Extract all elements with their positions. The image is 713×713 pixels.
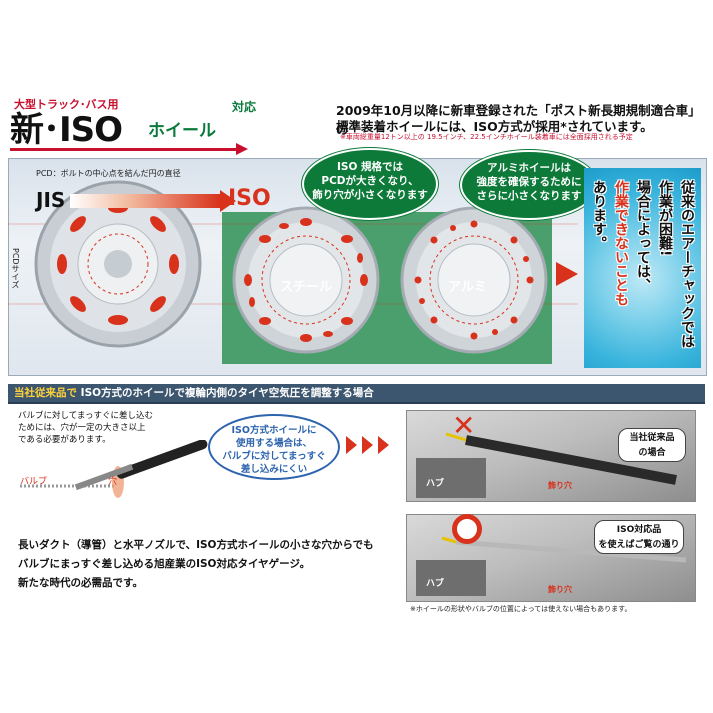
arrow-right-icon bbox=[556, 262, 578, 286]
warning-line-1: 従来のエアーチャックでは bbox=[679, 180, 695, 348]
iso-usage-bubble: ISO方式ホイールに 使用する場合は、 バルブに対してまっすぐ 差し込みにくい bbox=[208, 414, 340, 480]
tag-line: の場合 bbox=[638, 448, 666, 458]
iso-product-tag: ISO対応品 を使えばご覧の通り bbox=[594, 520, 684, 554]
valve-note: バルブに対してまっすぐに差し込む ためには、穴が一定の大きさ以上 である必要があ… bbox=[18, 410, 178, 446]
title-prefix: 新･ bbox=[10, 110, 60, 150]
bubble-line: 使用する場合は、 bbox=[235, 438, 312, 449]
title-taiou: 対応 bbox=[232, 100, 257, 114]
chevron-right-icon bbox=[378, 436, 389, 454]
bubble-line: 飾り穴が小さくなります bbox=[312, 189, 428, 201]
tag-line: を使えばご覧の通り bbox=[598, 540, 680, 550]
iso-steel-wheel-icon bbox=[232, 206, 380, 354]
headline-line-1: 2009年10月以降に新車登録された「ポスト新長期規制適合車」の bbox=[336, 103, 701, 137]
gauge-illustration bbox=[20, 440, 208, 498]
warning-line-3: 場合によっては、 bbox=[635, 180, 651, 292]
headline-line-2: 標準装着ホイールには、ISO方式が採用*されています。 bbox=[336, 119, 653, 134]
footnote: ※ホイールの形状やバルブの位置によっては使えない場合もあります。 bbox=[410, 605, 632, 613]
bubble-line: アルミホイールは bbox=[487, 162, 571, 174]
tag-line: ISO対応品 bbox=[616, 525, 662, 535]
section-rest: ISO方式のホイールで複輪内側のタイヤ空気圧を調整する場合 bbox=[80, 387, 374, 399]
hole-label: 穴 bbox=[108, 477, 118, 487]
iso-label: ISO bbox=[228, 186, 271, 211]
tag-line: 当社従来品 bbox=[629, 433, 675, 443]
valve-note-line: ためには、穴が一定の大きさ以上 bbox=[18, 423, 146, 433]
warning-line-4: 作業できないことも bbox=[613, 180, 629, 306]
warning-line-2: 作業が困難! bbox=[657, 180, 673, 257]
jis-label: JIS bbox=[36, 188, 66, 212]
alumi-label: アルミ bbox=[448, 280, 487, 295]
bubble-line: PCDが大きくなり、 bbox=[321, 175, 419, 187]
bubble-line: ISO 規格では bbox=[336, 161, 404, 173]
title-iso: ISO bbox=[59, 110, 123, 150]
iso-arrow-icon bbox=[220, 190, 236, 212]
valve-label: バルブ bbox=[20, 477, 48, 487]
pcd-note: PCD：ボルトの中心点を結んだ円の直径 bbox=[36, 169, 181, 178]
jis-to-iso-bar bbox=[70, 194, 220, 208]
title-arrow-icon bbox=[236, 143, 248, 155]
subtitle: 大型トラック･バス用 bbox=[14, 98, 119, 111]
bubble-line: ISO方式ホイールに bbox=[231, 425, 317, 436]
pcd-size-label: PCDサイズ bbox=[11, 248, 20, 289]
section-highlight: 当社従来品で bbox=[14, 387, 77, 399]
conventional-product-tag: 当社従来品 の場合 bbox=[618, 428, 686, 462]
photo-overlays bbox=[416, 432, 687, 596]
bubble-line: 強度を確保するために bbox=[476, 176, 582, 188]
iso-alumi-wheel-icon bbox=[400, 206, 548, 354]
section-header: 当社従来品で ISO方式のホイールで複輪内側のタイヤ空気圧を調整する場合 bbox=[14, 385, 374, 400]
warning-panel bbox=[584, 168, 701, 368]
bubble-line: 差し込みにくい bbox=[240, 464, 308, 475]
description-line-3: 新たな時代の必需品です。 bbox=[18, 577, 143, 589]
headline-note: ※車両総重量12トン以上の 19.5インチ、22.5インチホイール装着車には全面… bbox=[340, 133, 633, 141]
iso-spec-bubble: ISO 規格では PCDが大きくなり、 飾り穴が小さくなります bbox=[302, 148, 438, 220]
chevron-right-icon bbox=[362, 436, 373, 454]
title-wheel: ホイール bbox=[148, 121, 216, 141]
title-underline bbox=[10, 148, 242, 151]
description-line-1: 長いダクト（導管）と水平ノズルで、ISO方式ホイールの小さな穴からでも bbox=[18, 539, 374, 551]
alumi-spec-bubble: アルミホイールは 強度を確保するために さらに小さくなります bbox=[460, 150, 598, 220]
valve-note-line: バルブに対してまっすぐに差し込む bbox=[18, 411, 153, 421]
jis-wheel-icon bbox=[34, 180, 202, 348]
ng-x-icon: ✕ bbox=[452, 409, 476, 442]
section-header-bar bbox=[8, 384, 705, 404]
bubble-line: バルブに対してまっすぐ bbox=[222, 451, 326, 462]
hub-label: ハブ bbox=[426, 479, 445, 489]
steel-label: スチール bbox=[280, 280, 333, 295]
page-title: 新･ISO bbox=[10, 110, 123, 150]
warning-line-5: あります。 bbox=[591, 180, 607, 250]
decor-hole-label: 飾り穴 bbox=[548, 585, 572, 594]
ok-circle-icon bbox=[452, 514, 482, 544]
valve-note-line: である必要があります。 bbox=[18, 435, 111, 445]
hub-label: ハブ bbox=[426, 579, 445, 589]
bubble-line: さらに小さくなります bbox=[476, 190, 582, 202]
wheel-illustrations bbox=[8, 180, 578, 354]
chevron-right-icon bbox=[346, 436, 357, 454]
description-line-2: バルブにまっすぐ差し込める旭産業のISO対応タイヤゲージ。 bbox=[18, 558, 311, 570]
decor-hole-label: 飾り穴 bbox=[548, 481, 572, 490]
